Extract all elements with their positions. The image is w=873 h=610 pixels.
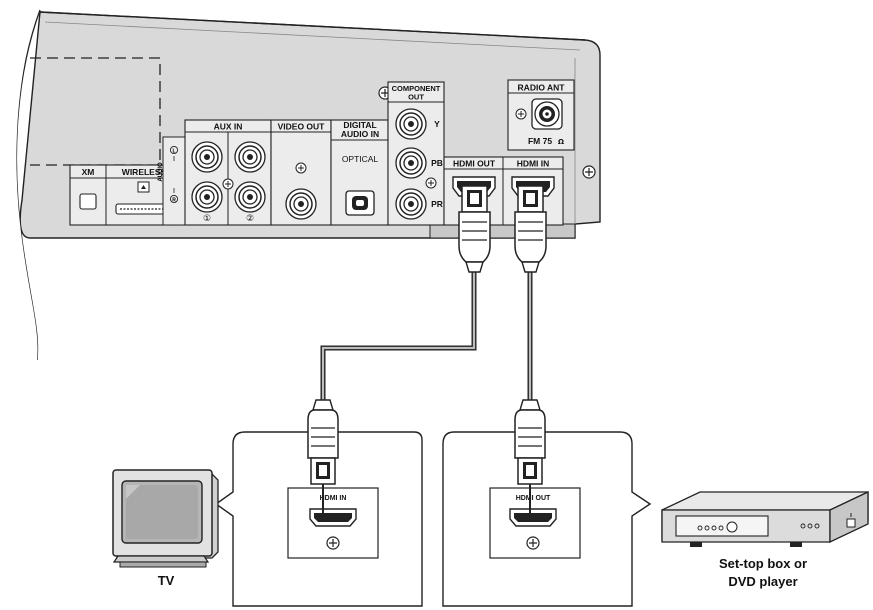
player-hdmi-port [509, 508, 557, 527]
radio-ant-label: RADIO ANT [518, 83, 566, 93]
video-out-label: VIDEO OUT [278, 122, 326, 132]
component-y-jack [395, 108, 427, 140]
tv-hdmi-in-label: HDMI IN [320, 495, 347, 502]
audio-l-label: L [172, 149, 175, 155]
hdmi-in-label: HDMI IN [517, 159, 550, 169]
player-caption-line2: DVD player [728, 574, 797, 589]
tv-icon [112, 469, 219, 568]
video-out-screw [295, 162, 307, 174]
audio-r-label: R [172, 198, 176, 204]
digital-audio-label-line2: AUDIO IN [341, 129, 379, 139]
aux-in-label: AUX IN [214, 122, 243, 132]
hdmi-cables [320, 270, 533, 410]
fm-label: FM 75 [528, 136, 552, 146]
power-button-icon [846, 518, 856, 528]
component-pr-label: PR [431, 199, 443, 209]
optical-label: OPTICAL [342, 154, 379, 164]
receiver-back-panel: XM WIRELESS L AUDIO R AUX IN [0, 0, 601, 361]
plug-receiver-hdmi-out [458, 185, 491, 273]
audio-vertical-label: AUDIO [158, 162, 164, 182]
aux-2-r-jack [234, 181, 266, 213]
radio-ant-screw [515, 108, 527, 120]
tv-port-screw [326, 536, 340, 550]
component-pr-jack [395, 188, 427, 220]
fm-antenna-jack [531, 98, 563, 130]
aux-in-block: AUX IN [184, 119, 272, 226]
player-port-callout: HDMI OUT [442, 431, 652, 607]
component-screw [425, 177, 437, 189]
component-y-label: Y [434, 119, 440, 129]
aux-screw [222, 178, 234, 190]
aux-1-label: ① [203, 214, 211, 224]
video-out-block: VIDEO OUT [270, 119, 332, 226]
component-out-block: COMPONENT OUT Y PB PR [387, 81, 445, 226]
xm-port [79, 193, 97, 210]
component-out-label-line2: OUT [408, 93, 424, 102]
radio-ant-block: RADIO ANT FM 75 Ω [507, 79, 575, 151]
tv-port-callout: HDMI IN [214, 431, 423, 607]
player-hdmi-out-label: HDMI OUT [516, 495, 551, 502]
tv-hdmi-port [309, 508, 357, 527]
right-screw [582, 165, 596, 179]
wireless-label: WIRELESS [122, 167, 167, 177]
player-port-screw [526, 536, 540, 550]
digital-audio-in-block: DIGITAL AUDIO IN OPTICAL [330, 119, 389, 226]
tv-caption: TV [158, 573, 175, 588]
plug-player [514, 399, 546, 519]
cable-to-tv [320, 270, 477, 410]
video-out-jack [285, 188, 317, 220]
plug-tv [307, 399, 339, 519]
component-pb-jack [395, 147, 427, 179]
plug-receiver-hdmi-in [514, 185, 547, 273]
aux-2-label: ② [246, 214, 254, 224]
digital-audio-label-line1: DIGITAL [343, 120, 376, 130]
aux-2-l-jack [234, 141, 266, 173]
aux-1-r-jack [191, 181, 223, 213]
set-top-box-icon [661, 490, 869, 547]
audio-lr-strip: L AUDIO R [158, 136, 186, 226]
component-pb-label: PB [431, 158, 443, 168]
hdmi-out-label: HDMI OUT [453, 159, 496, 169]
ohm-label: Ω [558, 138, 564, 146]
aux-1-l-jack [191, 141, 223, 173]
xm-label: XM [82, 167, 95, 177]
component-out-label-line1: COMPONENT [392, 84, 441, 93]
player-caption-line1: Set-top box or [719, 556, 807, 571]
